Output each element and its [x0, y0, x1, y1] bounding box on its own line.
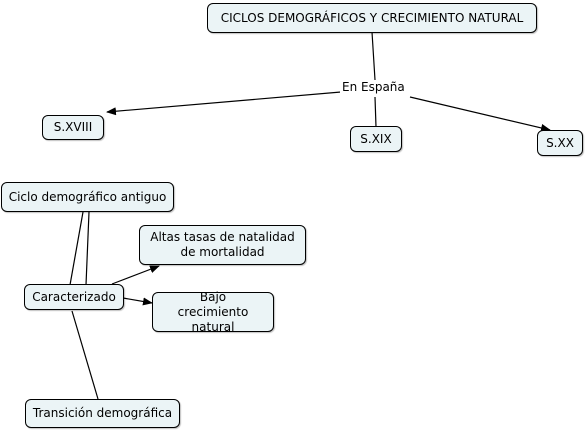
- node-altas-tasas[interactable]: Altas tasas de natalidad de mortalidad: [139, 225, 306, 265]
- arrow-to-trait-1: [111, 265, 160, 285]
- node-caracterizado[interactable]: Caracterizado: [24, 284, 124, 310]
- line-title-to-link: [371, 31, 376, 81]
- node-s-xix[interactable]: S.XIX: [350, 126, 402, 152]
- node-s-xviii[interactable]: S.XVIII: [42, 115, 104, 140]
- title-node[interactable]: CICLOS DEMOGRÁFICOS Y CRECIMIENTO NATURA…: [207, 3, 537, 33]
- arrow-to-trait-2: [122, 297, 153, 306]
- line-cycle-to-caracterizado-b: [85, 211, 90, 286]
- arrow-to-sxviii: [106, 91, 342, 116]
- line-caracterizado-to-transition: [71, 310, 99, 400]
- line-cycle-to-caracterizado-a: [69, 211, 84, 286]
- node-bajo-crecimiento[interactable]: Bajo crecimiento natural: [152, 290, 274, 334]
- arrow-to-sxx: [409, 96, 551, 132]
- line-to-sxix: [374, 96, 377, 128]
- node-s-xx[interactable]: S.XX: [537, 130, 583, 156]
- node-ciclo-demografico-antiguo[interactable]: Ciclo demográfico antiguo: [1, 182, 174, 212]
- node-transicion-demografica[interactable]: Transición demográfica: [25, 399, 180, 428]
- link-label-en-espana: En España: [340, 80, 407, 95]
